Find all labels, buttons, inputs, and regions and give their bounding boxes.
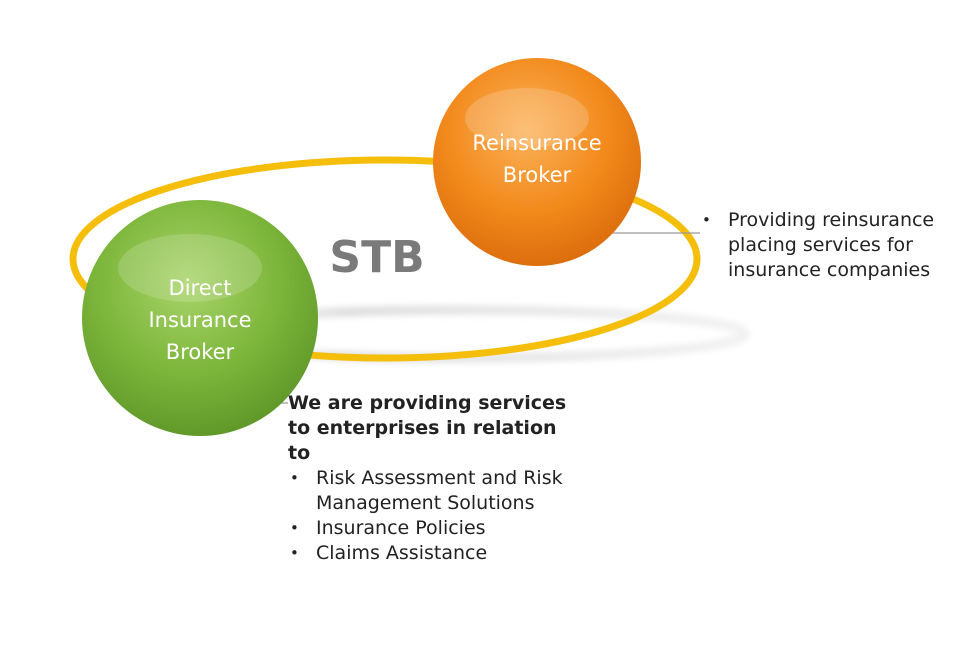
stb-ring bbox=[69, 156, 701, 362]
direct-label-line3: Broker bbox=[166, 340, 235, 364]
direct-label-line2: Insurance bbox=[148, 308, 251, 332]
list-item: Providing reinsurance placing services f… bbox=[700, 208, 970, 283]
list-item: Insurance Policies bbox=[288, 516, 578, 541]
direct-label-line1: Direct bbox=[169, 276, 232, 300]
stb-center-label: STB bbox=[329, 232, 424, 283]
list-item: Claims Assistance bbox=[288, 541, 578, 566]
reinsurance-services-text: Providing reinsurance placing services f… bbox=[700, 208, 970, 283]
reinsurance-services-list: Providing reinsurance placing services f… bbox=[700, 208, 970, 283]
direct-services-intro: We are providing services to enterprises… bbox=[288, 392, 567, 464]
list-item: Risk Assessment and Risk Management Solu… bbox=[288, 466, 578, 516]
direct-services-list: Risk Assessment and Risk Management Solu… bbox=[288, 466, 578, 566]
reinsurance-label-line1: Reinsurance bbox=[472, 131, 601, 155]
direct-services-text: We are providing services to enterprises… bbox=[288, 391, 578, 566]
direct-insurance-broker-node: Direct Insurance Broker bbox=[82, 200, 318, 436]
reinsurance-broker-node: Reinsurance Broker bbox=[433, 58, 641, 266]
reinsurance-label-line2: Broker bbox=[503, 163, 572, 187]
